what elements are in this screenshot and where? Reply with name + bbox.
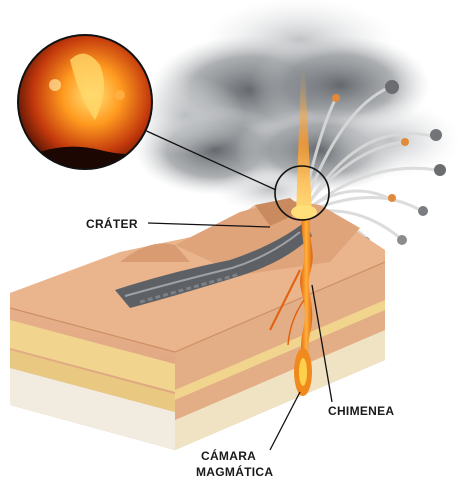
chimney-label: CHIMENEA bbox=[328, 404, 394, 418]
zoom-inset-lava-fountain bbox=[15, 32, 155, 175]
chamber-label-line1: CÁMARA bbox=[201, 448, 256, 463]
crater-label: CRÁTER bbox=[86, 216, 138, 231]
chamber-label-line2: MAGMÁTICA bbox=[196, 464, 273, 479]
ash-cloud bbox=[125, 0, 460, 212]
